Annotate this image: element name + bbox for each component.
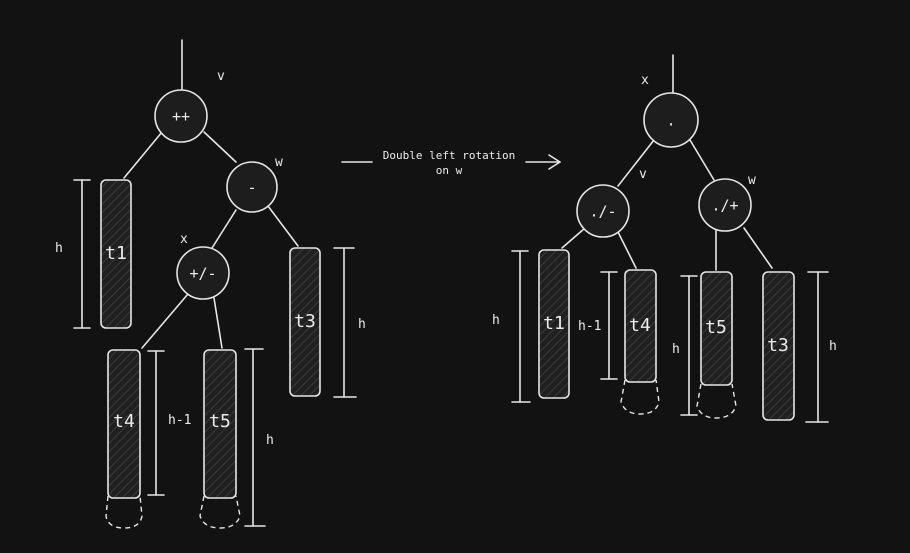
after-tree: . x ./- v ./+ w t1 t4 t5: [492, 54, 837, 423]
after-height-t5-label: h: [672, 342, 680, 357]
before-subtree-t4: t4: [105, 349, 143, 529]
after-node-w-label: w: [748, 173, 756, 188]
before-height-t4-label: h-1: [168, 413, 191, 428]
after-height-t3: h: [805, 271, 837, 423]
edge-v-t1: [561, 227, 586, 249]
after-node-w: ./+ w: [698, 173, 756, 232]
after-subtree-t1: t1: [538, 249, 570, 399]
after-height-t3-label: h: [829, 339, 837, 354]
before-subtree-t5-missing-level: [199, 495, 241, 529]
before-height-t4: h-1: [147, 350, 191, 496]
after-node-v-label: v: [639, 167, 647, 182]
after-node-w-symbol: ./+: [711, 197, 738, 215]
after-height-t1-label: h: [492, 313, 500, 328]
edge-x-v: [617, 139, 655, 187]
before-subtree-t4-missing-level: [105, 495, 143, 529]
before-height-t3: h: [333, 247, 366, 398]
edge-w-t3: [267, 205, 299, 247]
after-subtree-t3-label: t3: [767, 335, 789, 356]
after-subtree-t5-missing-level: [696, 383, 737, 419]
before-node-x-symbol: +/-: [189, 265, 216, 283]
before-subtree-t5-label: t5: [209, 411, 231, 432]
after-subtree-t5-label: t5: [705, 317, 727, 338]
before-node-w-symbol: -: [247, 179, 256, 197]
before-subtree-t5: t5: [199, 349, 241, 529]
after-node-x-symbol: .: [666, 112, 675, 130]
after-subtree-t4-label: t4: [629, 315, 651, 336]
before-tree: ++ v - w +/- x t1 t3 t4: [55, 39, 366, 529]
before-height-t3-label: h: [358, 317, 366, 332]
before-subtree-t3-label: t3: [294, 311, 316, 332]
caption-line-2: on w: [436, 164, 463, 177]
before-subtree-t4-label: t4: [113, 411, 135, 432]
rotation-caption: Double left rotation on w: [341, 149, 561, 177]
after-subtree-t5: t5: [696, 271, 737, 419]
after-height-t4-label: h-1: [578, 319, 601, 334]
before-height-t5: h: [244, 348, 274, 527]
after-height-t1: h: [492, 250, 531, 403]
before-node-v: ++ v: [154, 69, 225, 143]
before-node-x-label: x: [180, 232, 188, 247]
edge-v-w: [203, 131, 237, 163]
after-subtree-t1-label: t1: [543, 313, 565, 334]
right-arrow-icon: [525, 154, 561, 170]
edge-w-t3: [743, 227, 773, 269]
after-node-v-symbol: ./-: [589, 203, 616, 221]
before-height-t5-label: h: [266, 433, 274, 448]
after-subtree-t3: t3: [762, 271, 795, 421]
before-height-t1: h: [55, 179, 91, 329]
before-node-v-symbol: ++: [172, 108, 190, 126]
before-node-w-label: w: [275, 155, 283, 170]
edge-x-t4: [141, 293, 189, 349]
before-node-v-label: v: [217, 69, 225, 84]
after-node-v: ./- v: [576, 167, 647, 238]
before-subtree-t1: t1: [100, 179, 132, 329]
after-node-x-label: x: [641, 73, 649, 88]
before-node-w: - w: [226, 155, 283, 213]
before-height-t1-label: h: [55, 241, 63, 256]
after-subtree-t4: t4: [620, 269, 660, 415]
edge-v-t4: [617, 231, 637, 269]
before-subtree-t3: t3: [289, 247, 321, 397]
before-node-x: +/- x: [176, 232, 230, 300]
after-subtree-t4-missing-level: [620, 379, 660, 415]
after-height-t5: h: [672, 275, 698, 416]
edge-v-t1: [123, 131, 163, 179]
after-node-x: . x: [641, 73, 699, 148]
edge-x-w: [689, 139, 715, 181]
caption-line-1: Double left rotation: [383, 149, 515, 162]
edge-x-t5: [213, 297, 223, 349]
edge-w-x: [211, 209, 237, 249]
after-height-t4: h-1: [578, 271, 618, 380]
before-subtree-t1-label: t1: [105, 243, 127, 264]
